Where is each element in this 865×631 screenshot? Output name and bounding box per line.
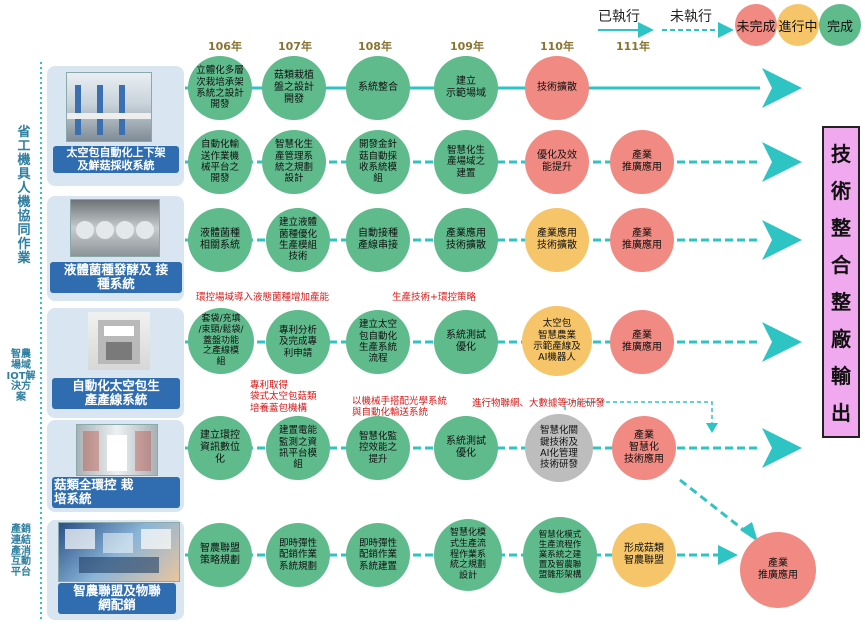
output-char: 輸 bbox=[831, 364, 851, 388]
right-arrowheads bbox=[762, 68, 802, 468]
year-107: 107年 bbox=[278, 40, 312, 53]
node-r6-c3: 即時彈性 配銷作業 系統建置 bbox=[346, 523, 410, 587]
node-r3-c2: 建立液體 菌種優化 生產模組 技術 bbox=[266, 208, 330, 272]
node-r1-c4: 建立 示範場域 bbox=[434, 56, 498, 120]
node-r4-c1: 套袋/充填 /束頸/鬆袋/ 蓋盤功能 之產線模 組 bbox=[188, 308, 254, 374]
node-r6-c5: 智慧化模式 生產流程作 業系統之建 置及智農聯 盟雛形架構 bbox=[523, 517, 597, 593]
node-r4-c4: 系統測試 優化 bbox=[434, 310, 498, 374]
panel-label-env-control: 菇類全環控 栽 培系統 bbox=[52, 477, 180, 508]
output-char: 整 bbox=[831, 216, 851, 240]
node-r5-c5: 智慧化關 鍵技術及 AI化管理 技術研發 bbox=[525, 414, 593, 482]
year-109: 109年 bbox=[450, 40, 484, 53]
node-r5-c1: 建立環控 資訊數位 化 bbox=[188, 416, 252, 480]
node-r1-c2: 菇類栽植 盤之設計 開發 bbox=[262, 56, 326, 120]
group-label-manpower: 省 工 機 具 人 機 協 同 作 業 bbox=[17, 125, 31, 267]
panel-label-production-line: 自動化太空包生 產產線系統 bbox=[52, 378, 180, 409]
photo-liquid bbox=[70, 199, 160, 257]
photo-production-line bbox=[88, 312, 150, 370]
node-r6-c1: 智農聯盟 策略規劃 bbox=[188, 523, 252, 587]
node-r5-c2: 建置電能 監測之資 訊平台模 組 bbox=[266, 416, 330, 480]
node-r1-c5: 技術擴散 bbox=[525, 56, 589, 120]
node-r2-c1: 自動化輸 送作業機 械平台之 開發 bbox=[188, 130, 252, 194]
panel-label-liquid: 液體菌種發酵及 接 種系統 bbox=[50, 262, 182, 293]
output-box: 技 術 整 合 整 廠 輸 出 bbox=[822, 126, 860, 438]
output-char: 術 bbox=[831, 179, 851, 203]
output-char: 技 bbox=[831, 142, 851, 166]
node-r3-c5: 產業應用 技術擴散 bbox=[525, 208, 589, 272]
legend-executed: 已執行 bbox=[598, 9, 640, 25]
photo-env-control bbox=[76, 424, 158, 476]
node-r1-c3: 系統整合 bbox=[346, 56, 410, 120]
panel-label-space-bag: 太空包自動化上下架 及鮮菇採收系統 bbox=[53, 146, 179, 174]
legend-complete: 完成 bbox=[819, 4, 861, 46]
node-r2-c2: 智慧化生 產管理系 統之規劃 設計 bbox=[262, 130, 326, 194]
year-110: 110年 bbox=[540, 40, 574, 53]
node-r5-c4: 系統測試 優化 bbox=[434, 416, 498, 480]
node-r4-c6: 產業 推廣應用 bbox=[610, 310, 674, 374]
node-r3-c4: 產業應用 技術擴散 bbox=[434, 208, 498, 272]
note-env-liquid: 環控場域導入液態菌種增加產能 bbox=[196, 292, 330, 303]
legend-incomplete: 未完成 bbox=[735, 4, 777, 46]
node-r4-c5: 太空包 智慧農業 示範產線及 AI機器人 bbox=[522, 306, 592, 376]
node-r4-c3: 建立太空 包自動化 生產系統 流程 bbox=[346, 310, 410, 374]
photo-space-bag bbox=[66, 72, 152, 142]
node-r5-c3: 智慧化監 控效能之 提升 bbox=[346, 416, 410, 480]
node-final-promotion: 產業 推廣應用 bbox=[740, 532, 816, 608]
group-label-market: 產銷 連結 產消 互動 平台 bbox=[11, 524, 31, 579]
output-char: 合 bbox=[831, 253, 851, 277]
node-r4-c2: 專利分析 及完成專 利申請 bbox=[266, 310, 330, 374]
output-char: 整 bbox=[831, 290, 851, 314]
legend-not-executed: 未執行 bbox=[670, 9, 712, 25]
output-char: 廠 bbox=[831, 327, 851, 351]
node-r2-c3: 開發金針 菇自動採 收系統模 組 bbox=[346, 130, 410, 194]
node-r1-c1: 立體化多層 次栽培承架 系統之設計 開發 bbox=[188, 56, 252, 120]
node-r6-c6: 形成菇類 智農聯盟 bbox=[612, 523, 676, 587]
year-106: 106年 bbox=[208, 40, 242, 53]
legend-in-progress: 進行中 bbox=[777, 4, 819, 46]
note-production-env: 生產技術+環控策略 bbox=[392, 292, 476, 303]
iot-connector bbox=[564, 401, 713, 425]
output-char: 出 bbox=[831, 401, 851, 425]
node-r2-c6: 產業 推廣應用 bbox=[610, 130, 674, 194]
node-r2-c5: 優化及效 能提升 bbox=[525, 130, 589, 194]
year-108: 108年 bbox=[358, 40, 392, 53]
note-patent: 專利取得 袋式太空包菇類 培養蓋包機構 bbox=[250, 380, 317, 414]
node-r3-c1: 液體菌種 相關系統 bbox=[188, 208, 252, 272]
panel-label-alliance: 智農聯盟及物聯 網配銷 bbox=[58, 583, 176, 614]
node-r5-c6: 產業 智慧化 技術應用 bbox=[612, 416, 676, 480]
node-r6-c4: 智慧化模 式生產流 程作業系 統之規劃 設計 bbox=[434, 519, 502, 591]
note-iot-bigdata: 進行物聯網、大數據等功能研發 bbox=[472, 398, 606, 409]
node-r3-c3: 自動接種 產線串接 bbox=[346, 208, 410, 272]
photo-alliance bbox=[58, 522, 180, 582]
diag-arrow-line bbox=[679, 478, 751, 537]
group-label-iot: 智農 場域 IOT解 決方 案 bbox=[6, 349, 36, 404]
node-r6-c2: 即時彈性 配銷作業 系統規劃 bbox=[266, 523, 330, 587]
node-r3-c6: 產業 推廣應用 bbox=[610, 208, 674, 272]
node-r2-c4: 智慧化生 產場域之 建置 bbox=[434, 130, 498, 194]
year-111: 111年 bbox=[616, 40, 650, 53]
note-robot-arm: 以機械手搭配光學系統 與自動化輸送系統 bbox=[352, 396, 448, 419]
